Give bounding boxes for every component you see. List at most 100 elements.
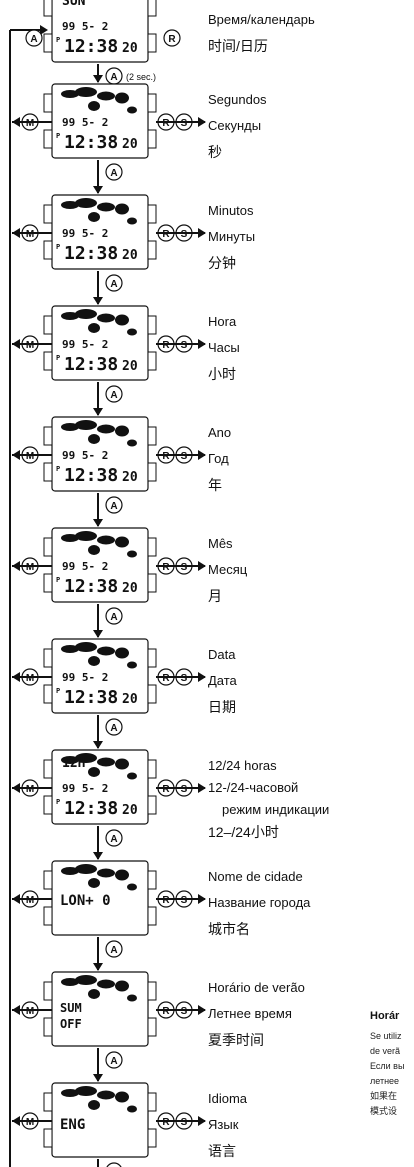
side-note-line: de verã: [370, 1046, 401, 1056]
display-date-row: 99 5- 2: [62, 782, 108, 795]
side-button-lower-left: [43, 684, 53, 704]
watch-display-time-calendar: [51, 0, 149, 63]
map-land: [75, 420, 97, 430]
label-language-1: Язык: [208, 1117, 239, 1132]
world-map-icon: [61, 309, 137, 336]
map-land: [88, 1100, 100, 1110]
side-note-line: Se utiliz: [370, 1031, 402, 1041]
side-button-upper-left: [43, 537, 53, 557]
label-language-2: 语言: [208, 1143, 236, 1159]
side-note-line: 如果在: [370, 1091, 398, 1101]
world-map-icon: [61, 864, 137, 891]
m-button-label: M: [26, 340, 34, 351]
side-button-upper-left: [43, 1092, 53, 1112]
display-date-row: 99 5- 2: [62, 116, 108, 129]
label-dst-0: Horário de verão: [208, 980, 305, 995]
side-button-lower-left: [43, 795, 53, 815]
map-land: [61, 867, 79, 875]
display-seconds: 20: [122, 41, 138, 56]
map-land: [61, 1089, 79, 1097]
side-button-lower-left: [43, 573, 53, 593]
label-12-24-hours-3: 12–/24小时: [208, 824, 279, 840]
map-land: [97, 424, 115, 434]
label-time-calendar-1: Время/календарь: [208, 12, 315, 27]
map-land: [75, 642, 97, 652]
s-button-label: S: [181, 451, 188, 462]
map-land: [88, 878, 100, 888]
rs-arrow-head: [198, 1005, 206, 1015]
a-button-label: A: [110, 390, 117, 401]
map-land: [127, 661, 137, 669]
map-land: [127, 328, 137, 336]
map-land: [127, 217, 137, 225]
label-12-24-hours-0: 12/24 horas: [208, 758, 277, 773]
display-top-text: 12H: [62, 756, 85, 771]
display-time-row: 12:38: [64, 132, 118, 153]
side-button-lower-right: [147, 684, 157, 704]
r-button-label: R: [162, 340, 170, 351]
rs-arrow-head: [198, 117, 206, 127]
side-button-upper-left: [43, 426, 53, 446]
world-map-icon: [61, 87, 137, 114]
map-land: [61, 645, 79, 653]
map-land: [75, 864, 97, 874]
a-button: [105, 607, 123, 625]
m-arrow-head: [12, 228, 20, 238]
side-button-lower-right: [147, 351, 157, 371]
side-button-upper-left: [43, 204, 53, 224]
rs-arrow-head: [198, 894, 206, 904]
a-button-label: A: [110, 168, 117, 179]
side-button-lower-right: [147, 33, 157, 53]
display-date-row: 99 5- 2: [62, 560, 108, 573]
rs-arrow-head: [198, 561, 206, 571]
m-button-label: M: [26, 895, 34, 906]
display-top-text: SUN: [62, 0, 86, 9]
side-button-lower-left: [43, 1017, 53, 1037]
rs-arrow-head: [198, 783, 206, 793]
side-button-lower-right: [147, 462, 157, 482]
s-button-label: S: [181, 1117, 188, 1128]
label-seconds-0: Segundos: [208, 92, 267, 107]
side-button-lower-right: [147, 906, 157, 926]
label-time-calendar-2: 时间/日历: [208, 38, 268, 54]
display-pm-indicator: P: [56, 687, 60, 695]
map-land: [127, 1105, 137, 1113]
press-hint-text: (2 sec.): [126, 72, 156, 82]
map-land: [61, 756, 79, 764]
map-land: [127, 772, 137, 780]
s-button-label: S: [181, 340, 188, 351]
side-button-lower-right: [147, 795, 157, 815]
display-pm-indicator: P: [56, 465, 60, 473]
display-pm-indicator: P: [56, 354, 60, 362]
m-button-label: M: [26, 1006, 34, 1017]
map-land: [61, 90, 79, 98]
a-button-label: A: [110, 945, 117, 956]
map-land: [115, 314, 129, 326]
map-land: [115, 1091, 129, 1103]
display-seconds: 20: [122, 581, 138, 596]
a-arrow-head: [93, 186, 103, 194]
m-arrow-head: [12, 117, 20, 127]
label-minutes-0: Minutos: [208, 203, 254, 218]
display-language-text: ENG: [60, 1117, 85, 1133]
side-button-upper-right: [147, 315, 157, 335]
label-month-0: Mês: [208, 536, 233, 551]
a-arrow-head: [93, 75, 103, 83]
display-time-row: 12:38: [64, 465, 118, 486]
side-button-upper-left: [43, 648, 53, 668]
display-dst-value: OFF: [60, 1017, 82, 1031]
label-dst-2: 夏季时间: [208, 1032, 264, 1048]
display-time-row: 12:38: [64, 687, 118, 708]
m-button-label: M: [26, 784, 34, 795]
map-land: [88, 101, 100, 111]
label-date-2: 日期: [208, 699, 236, 715]
r-button-label: R: [162, 118, 170, 129]
a-button: [106, 1162, 122, 1167]
map-land: [127, 106, 137, 114]
label-minutes-1: Минуты: [208, 229, 256, 244]
label-city-name-1: Название города: [208, 895, 311, 910]
a-button: [105, 385, 123, 403]
world-map-icon: [61, 420, 137, 447]
map-land: [88, 656, 100, 666]
display-pm-indicator: P: [56, 36, 60, 44]
